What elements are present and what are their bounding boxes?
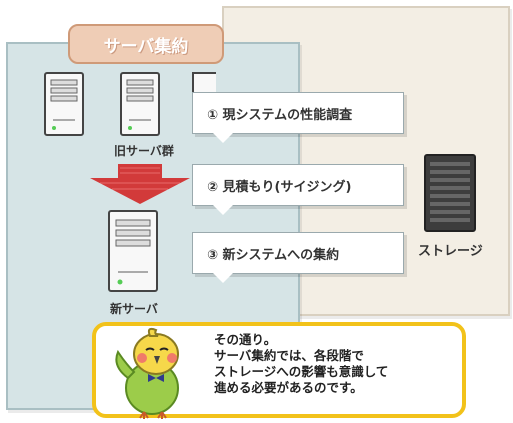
callout-text: その通り。 サーバ集約では、各段階で ストレージへの影響も意識して 進める必要が… <box>214 332 388 396</box>
down-arrow-icon <box>90 164 190 204</box>
old-server-3-icon <box>192 72 216 92</box>
storage-icon <box>424 154 476 232</box>
bird-mascot-icon <box>115 327 179 419</box>
storage-label: ストレージ <box>418 244 483 259</box>
new-server-icon <box>108 210 158 292</box>
callout-line-4: 進める必要があるのです。 <box>214 380 363 395</box>
callout-line-1: その通り。 <box>214 332 277 347</box>
step-3-box: ③ 新システムへの集約 <box>192 232 404 283</box>
old-server-2-icon <box>120 72 160 136</box>
step-1-box: ① 現システムの性能調査 <box>192 92 404 143</box>
callout-line-2: サーバ集約では、各段階で <box>214 348 364 363</box>
new-server-label: 新サーバ <box>110 302 158 316</box>
title-tab: サーバ集約 <box>68 24 224 64</box>
title-text: サーバ集約 <box>103 36 189 57</box>
step-2-label: ② 見積もり(サイジング) <box>207 179 352 195</box>
old-server-1-icon <box>44 72 84 136</box>
step-1-label: ① 現システムの性能調査 <box>207 107 353 123</box>
step-3-label: ③ 新システムへの集約 <box>207 247 340 263</box>
step-2-box: ② 見積もり(サイジング) <box>192 164 404 215</box>
old-servers-label: 旧サーバ群 <box>114 144 174 158</box>
callout-line-3: ストレージへの影響も意識して <box>214 364 389 379</box>
